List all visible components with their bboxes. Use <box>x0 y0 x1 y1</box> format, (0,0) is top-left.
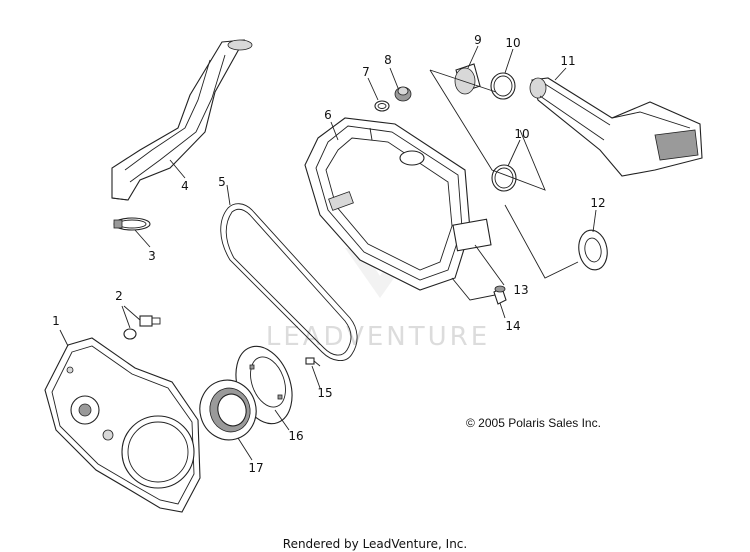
callout-10-lower: 10 <box>514 127 529 141</box>
part-7-o-ring <box>374 100 390 112</box>
leader-lines <box>59 45 597 461</box>
part-17-seal-ring <box>199 379 257 441</box>
callout-6: 6 <box>324 108 332 122</box>
part-2-bolt-washer <box>123 315 161 340</box>
callouts: 1 2 3 4 5 6 7 8 9 10 10 11 12 13 14 15 1… <box>52 33 605 475</box>
part-11-outlet-duct <box>529 77 703 177</box>
part-14-fastener <box>493 285 507 305</box>
callout-1: 1 <box>52 314 60 328</box>
callout-10-upper: 10 <box>505 36 520 50</box>
callout-5: 5 <box>218 175 226 189</box>
callout-8: 8 <box>384 53 392 67</box>
part-4-intake-duct <box>111 39 253 201</box>
watermark-text: LEADVENTURE <box>266 322 490 352</box>
callout-16: 16 <box>288 429 303 443</box>
callout-13: 13 <box>513 283 528 297</box>
part-10-clamp-upper <box>490 72 516 100</box>
part-10-clamp-lower <box>491 164 517 192</box>
part-3-hose-clamp <box>113 217 151 231</box>
callout-9: 9 <box>474 33 482 47</box>
callout-11: 11 <box>560 54 575 68</box>
part-5-drive-belt <box>220 203 358 361</box>
callout-12: 12 <box>590 196 605 210</box>
callout-7: 7 <box>362 65 370 79</box>
copyright-notice: © 2005 Polaris Sales Inc. <box>466 416 601 430</box>
part-12-washer <box>578 229 608 271</box>
callout-4: 4 <box>181 179 189 193</box>
part-6-outer-clutch-cover <box>304 117 492 291</box>
callout-3: 3 <box>148 249 156 263</box>
callout-17: 17 <box>248 461 263 475</box>
part-15-bolt <box>305 357 321 367</box>
callout-14: 14 <box>505 319 520 333</box>
rendered-by-footer: Rendered by LeadVenture, Inc. <box>283 537 467 551</box>
part-1-inner-clutch-cover <box>44 337 201 513</box>
part-8-plug <box>394 86 412 102</box>
callout-15: 15 <box>317 386 332 400</box>
callout-2: 2 <box>115 289 123 303</box>
